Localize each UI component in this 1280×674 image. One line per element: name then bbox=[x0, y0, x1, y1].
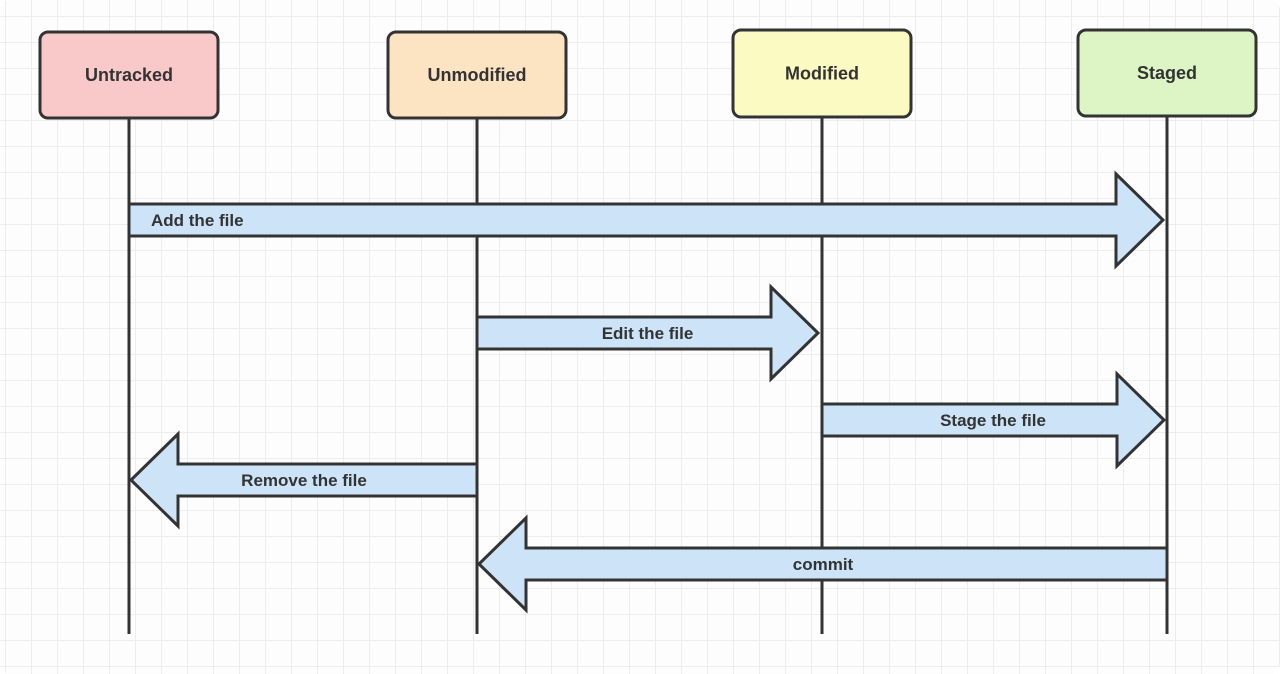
node-label-unmodified: Unmodified bbox=[428, 65, 527, 85]
node-label-modified: Modified bbox=[785, 64, 859, 84]
arrow-stage-the-file[interactable] bbox=[820, 370, 1167, 470]
arrow-edit-the-file[interactable] bbox=[475, 283, 821, 383]
node-label-staged: Staged bbox=[1137, 63, 1197, 83]
arrow-label-commit: commit bbox=[793, 555, 854, 574]
arrow-label-edit-the-file: Edit the file bbox=[602, 324, 694, 343]
arrow-label-add-the-file: Add the file bbox=[151, 211, 244, 230]
arrow-label-remove-the-file: Remove the file bbox=[241, 471, 367, 490]
arrow-commit[interactable] bbox=[476, 514, 1169, 614]
arrow-label-stage-the-file: Stage the file bbox=[940, 411, 1046, 430]
node-modified[interactable] bbox=[731, 28, 913, 119]
node-staged[interactable] bbox=[1076, 28, 1258, 118]
node-unmodified[interactable] bbox=[386, 30, 568, 120]
node-label-untracked: Untracked bbox=[85, 65, 173, 85]
node-untracked[interactable] bbox=[38, 30, 220, 120]
arrow-add-the-file[interactable] bbox=[127, 170, 1166, 270]
arrow-remove-the-file[interactable] bbox=[128, 430, 479, 530]
